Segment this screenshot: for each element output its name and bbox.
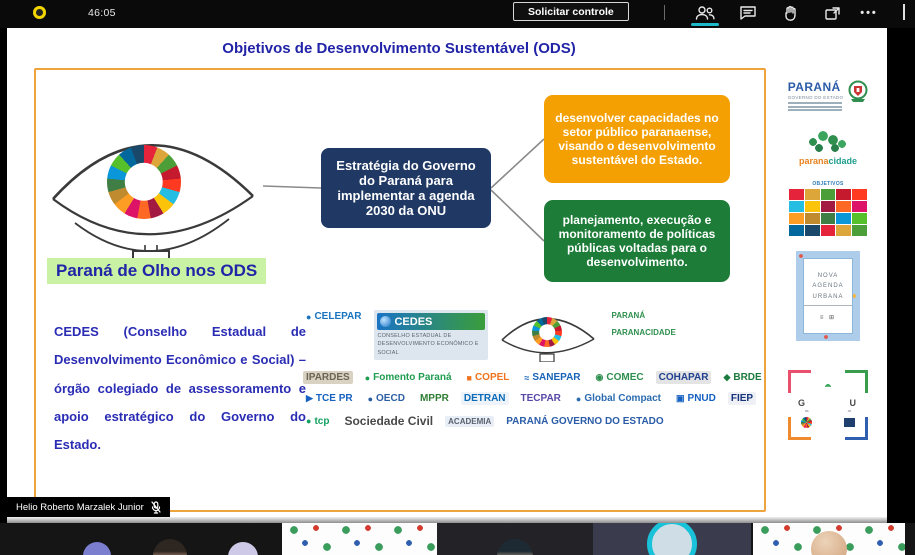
sdg-goal-cell — [836, 213, 852, 224]
slide-title: Objetivos de Desenvolvimento Sustentável… — [222, 40, 576, 57]
presenter-name: Helio Roberto Marzalek Junior — [16, 501, 144, 513]
request-control-button[interactable]: Solicitar controle — [513, 2, 629, 21]
logo-celepar: ●CELEPAR — [306, 311, 362, 322]
logo-academia: ACADEMIA — [445, 415, 495, 427]
meeting-toolbar: 46:05 Solicitar controle ••• — [0, 0, 915, 28]
sdg-color-wheel — [107, 145, 181, 219]
sdg-goal-cell — [836, 189, 852, 200]
sdg-goal-cell — [852, 201, 867, 212]
logo-sociedade-civil: Sociedade Civil — [344, 414, 434, 428]
participant-tile[interactable] — [593, 523, 751, 555]
parana-crest-icon — [848, 80, 868, 102]
logo-fomento-paran-: ●Fomento Paraná — [364, 372, 452, 383]
logo-mppr: MPPR — [419, 393, 449, 404]
logo-detran: DETRAN — [460, 392, 509, 405]
recording-indicator-icon — [33, 6, 46, 19]
participant-avatar — [647, 523, 697, 555]
godsnau-logo: GODSNAU — [788, 370, 868, 440]
sdg-goal-cell — [820, 213, 836, 224]
sdg-goal-cell — [789, 201, 804, 212]
sdg-goal-cell — [820, 189, 836, 200]
sdg-goal-cell — [804, 225, 820, 236]
logo-tcp: ●tcp — [306, 415, 330, 427]
participant-avatar — [228, 542, 258, 555]
eye-caption: Paraná de Olho nos ODS — [47, 258, 267, 284]
sdg-goal-cell — [836, 225, 852, 236]
logo-copel: ■COPEL — [466, 372, 510, 383]
logo-fiep: FIEP — [727, 392, 757, 405]
share-window-icon[interactable] — [820, 4, 844, 22]
capacity-box: desenvolver capacidades no setor público… — [544, 95, 730, 183]
raise-hand-icon[interactable] — [778, 4, 802, 22]
mini-eye-illustration — [498, 310, 598, 363]
paranacidade-logo: paranacidade — [799, 126, 857, 166]
mini-sdg-wheel-icon — [801, 416, 812, 428]
logo-paran-governo-do-estado: PARANÁ GOVERNO DO ESTADO — [506, 415, 664, 427]
slide-right-sidebar: PARANÁ GOVERNO DO ESTADO paranacidade OB… — [772, 80, 884, 440]
mic-muted-icon — [151, 500, 161, 514]
parana-governo-logo: PARANÁ GOVERNO DO ESTADO — [787, 80, 869, 111]
logo-ipardes: IPARDES — [303, 371, 353, 384]
paranacidade-map-icon — [805, 126, 851, 154]
sdg-goal-cell — [820, 225, 836, 236]
logo-parana-crest: PARANÁ — [611, 311, 646, 320]
strategy-box: Estratégia do Governo do Paraná para imp… — [321, 148, 491, 228]
meeting-timer: 46:05 — [88, 7, 116, 19]
logo-global-compact: ●Global Compact — [575, 393, 662, 404]
sdg-goal-cell — [789, 213, 804, 224]
logo-pnud: ▣PNUD — [676, 393, 716, 404]
sdg-goal-cell — [804, 201, 820, 212]
presenter-name-tag: Helio Roberto Marzalek Junior — [7, 497, 170, 517]
sdg-goal-cell — [804, 213, 820, 224]
participant-avatar — [152, 539, 187, 555]
sdg-goal-cell — [820, 201, 836, 212]
sdg-goal-cell — [852, 225, 867, 236]
participant-tile[interactable] — [282, 523, 437, 555]
planning-box: planejamento, execução e monitoramento d… — [544, 200, 730, 282]
logo-tecpar: TECPAR — [520, 393, 561, 404]
participant-tile[interactable] — [133, 523, 206, 555]
cedes-description: CEDES (Conselho Estadual de Desenvolvime… — [54, 324, 306, 453]
chat-icon[interactable] — [736, 4, 760, 22]
sdg-goal-cell — [804, 189, 820, 200]
logo-cedes: CEDES CONSELHO ESTADUAL DE DESENVOLVIMEN… — [374, 310, 489, 360]
participant-tile[interactable] — [753, 523, 905, 555]
participant-avatar — [497, 539, 533, 555]
participants-icon[interactable] — [693, 4, 717, 22]
logo-tce-pr: ▶TCE PR — [306, 393, 353, 404]
godsnau-square-icon — [844, 417, 855, 427]
logo-oecd: ●OECD — [367, 393, 405, 404]
window-edge-mark — [903, 4, 905, 20]
participant-avatar — [811, 531, 847, 555]
participants-active-underline — [691, 23, 719, 26]
cedes-globe-icon — [380, 316, 392, 327]
sdg-goal-cell — [789, 189, 804, 200]
partner-logo-collage: ●CELEPAR CEDES CONSELHO ESTADUAL DE DESE… — [303, 310, 767, 504]
ods-goals-poster: OBJETIVOS — [789, 181, 867, 236]
sdg-goal-cell — [852, 189, 867, 200]
logo-comec: ◉COMEC — [595, 372, 644, 383]
shared-screen-slide: Objetivos de Desenvolvimento Sustentável… — [7, 28, 887, 517]
slide-bottom-edge — [7, 517, 887, 523]
logo-paranacidade-small: PARANACIDADE — [611, 328, 676, 337]
sdg-goal-cell — [836, 201, 852, 212]
more-options-icon[interactable]: ••• — [860, 7, 878, 19]
sdg-goal-cell — [789, 225, 804, 236]
slide-content-frame — [34, 68, 766, 512]
participant-tile[interactable] — [206, 523, 280, 555]
toolbar-divider — [664, 5, 665, 20]
nova-agenda-urbana-cover: NOVA AGENDA URBANA ≡ ⊞ — [796, 251, 860, 341]
participant-filmstrip — [0, 523, 915, 555]
logo-cohapar: COHAPAR — [655, 371, 712, 384]
sdg-goal-cell — [852, 213, 867, 224]
logo-brde: ◆BRDE — [723, 372, 762, 383]
logo-sanepar: ≈SANEPAR — [524, 372, 581, 383]
participant-tile[interactable] — [437, 523, 593, 555]
participant-avatar — [82, 542, 111, 555]
participant-tile[interactable] — [60, 523, 133, 555]
